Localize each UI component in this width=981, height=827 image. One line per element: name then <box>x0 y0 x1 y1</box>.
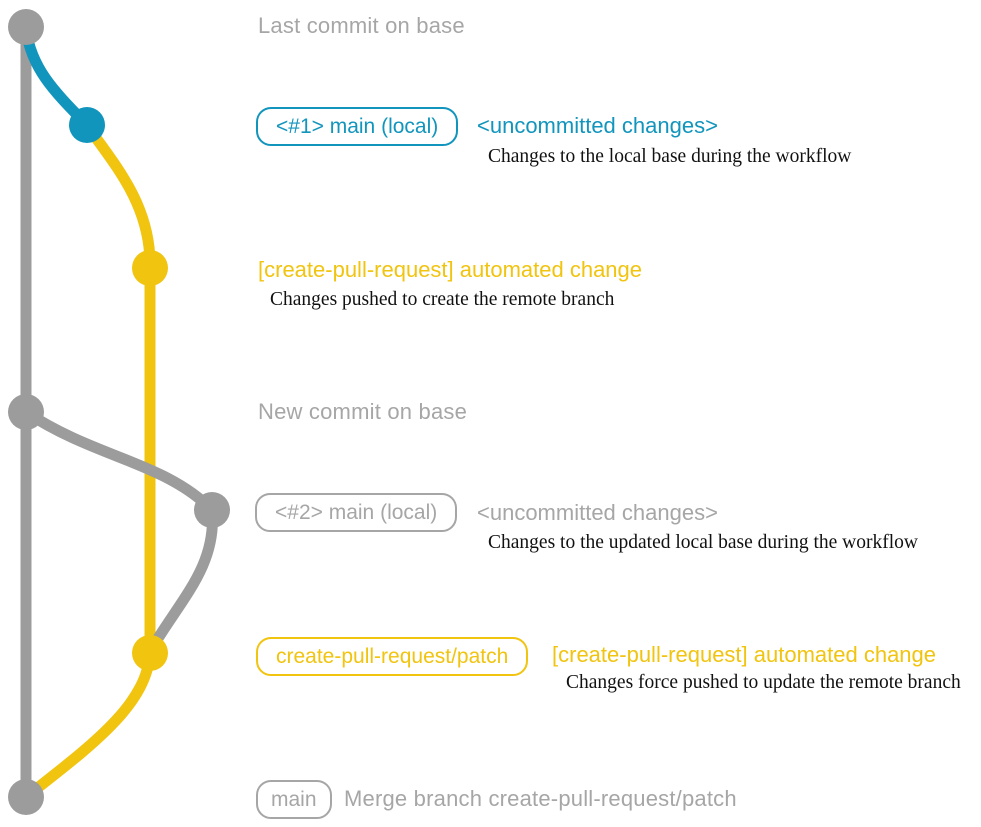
commit-desc-automated-1: Changes pushed to create the remote bran… <box>270 289 615 310</box>
label-last-commit-on-base: Last commit on base <box>258 13 465 38</box>
commit-desc-automated-2: Changes force pushed to update the remot… <box>566 672 961 693</box>
rebase-branch-line <box>146 504 218 654</box>
commit-title-automated-1: [create-pull-request] automated change <box>258 257 643 282</box>
commit-dot-main-local-1 <box>69 107 105 143</box>
branch-badge-main: main <box>256 780 332 820</box>
commit-dot-cpr-automated-1 <box>132 250 168 286</box>
branch-badge-main-local-1: <#1> main (local) <box>256 107 459 147</box>
commit-dot-merge <box>8 779 44 815</box>
merge-branch-line <box>20 647 156 803</box>
branch-badge-main-local-2: <#2> main (local) <box>255 493 458 533</box>
commit-title-uncommitted-1: <uncommitted changes> <box>477 113 718 138</box>
commit-desc-uncommitted-2: Changes to the updated local base during… <box>488 532 918 553</box>
branch-badge-create-pull-request-patch: create-pull-request/patch <box>256 637 529 677</box>
pull-request-branch-line <box>81 119 156 659</box>
commit-desc-uncommitted-1: Changes to the local base during the wor… <box>488 146 852 167</box>
label-new-commit-on-base: New commit on base <box>258 399 468 424</box>
commit-title-automated-2: [create-pull-request] automated change <box>552 642 937 667</box>
commit-title-uncommitted-2: <uncommitted changes> <box>477 500 718 525</box>
commit-dot-base-last <box>8 9 44 45</box>
commit-dot-base-new <box>8 394 44 430</box>
commit-dot-main-local-2 <box>194 492 230 528</box>
commit-dot-cpr-automated-2 <box>132 635 168 671</box>
git-graph <box>8 9 230 815</box>
local-main-branch-line-2 <box>20 406 218 516</box>
label-merge-branch: Merge branch create-pull-request/patch <box>344 786 737 811</box>
